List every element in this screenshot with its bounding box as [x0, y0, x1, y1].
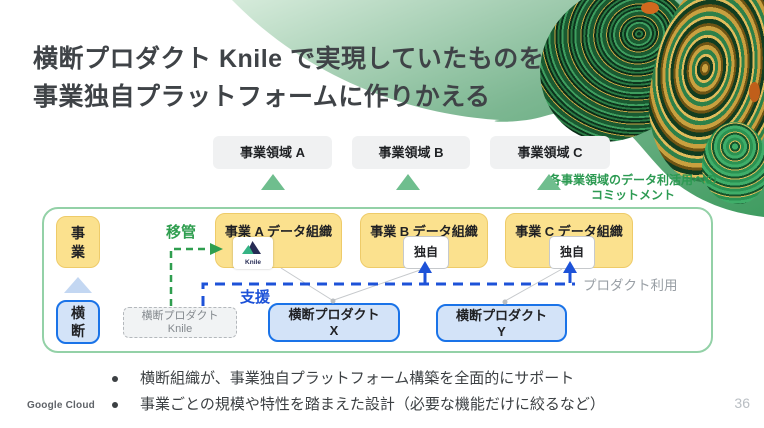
bullet-dot [112, 402, 118, 408]
org-box-c: 事業 C データ組織 独自 [505, 213, 633, 269]
legacy-product-line-2: Knile [167, 323, 193, 335]
own-platform-chip-b: 独自 [403, 236, 449, 269]
support-label: 支援 [240, 289, 271, 306]
bullet-text-2: 事業ごとの規模や特性を踏まえた設計（必要な機能だけに絞るなど） [140, 396, 605, 413]
legacy-product-knile-box: 横断プロダクト Knile [123, 307, 237, 338]
knile-chip-label: Knile [245, 259, 261, 266]
bullet-item: 事業ごとの規模や特性を踏まえた設計（必要な機能だけに絞るなど） [112, 395, 605, 415]
business-area-a-box: 事業領域 A [213, 136, 332, 169]
bullet-item: 横断組織が、事業独自プラットフォーム構築を全面的にサポート [112, 369, 574, 389]
diagram-container [42, 207, 713, 353]
bullet-text-1: 横断組織が、事業独自プラットフォーム構築を全面的にサポート [140, 370, 575, 387]
title-line-1: 横断プロダクト Knile で実現していたものを [33, 45, 545, 73]
title-line-2: 事業独自プラットフォームに作りかえる [33, 83, 491, 111]
business-area-b-box: 事業領域 B [352, 136, 470, 169]
knile-product-chip: Knile [233, 237, 273, 269]
legacy-product-line-1: 横断プロダクト [141, 310, 219, 322]
business-area-c-box: 事業領域 C [490, 136, 610, 169]
product-x-line-1: 横断プロダクト [288, 307, 380, 322]
decorative-orange-accent [749, 82, 760, 102]
page-title: 横断プロダクト Knile で実現していたものを 事業独自プラットフォームに作り… [33, 40, 593, 116]
org-b-title: 事業 B データ組織 [370, 224, 478, 239]
bullet-dot [112, 376, 118, 382]
decorative-3d-render-bottom [702, 122, 764, 204]
own-platform-chip-c: 独自 [549, 236, 595, 269]
commitment-line-2: コミットメント [590, 188, 675, 202]
cross-product-x-box: 横断プロダクト X [268, 303, 400, 342]
org-c-title: 事業 C データ組織 [515, 224, 623, 239]
decorative-orange-accent [641, 2, 659, 14]
row-label-cross: 横 断 [56, 300, 100, 344]
commitment-note: 各事業領域のデータ利活用への コミットメント [548, 173, 718, 203]
org-a-title: 事業 A データ組織 [224, 224, 333, 239]
org-box-b: 事業 B データ組織 独自 [360, 213, 488, 269]
page-number: 36 [734, 395, 750, 411]
cross-product-y-box: 横断プロダクト Y [436, 304, 567, 342]
product-y-line-1: 横断プロダクト [455, 308, 547, 323]
google-cloud-logo: Google Cloud [27, 400, 95, 411]
org-box-a: 事業 A データ組織 Knile [215, 213, 342, 269]
product-y-line-2: Y [497, 324, 506, 339]
product-use-label: プロダクト利用 [583, 278, 678, 293]
knile-logo-icon [242, 241, 261, 254]
row-label-business: 事 業 [56, 216, 100, 268]
transfer-label: 移管 [166, 224, 197, 241]
product-x-line-2: X [329, 323, 339, 338]
commitment-line-1: 各事業領域のデータ利活用への [548, 173, 717, 187]
